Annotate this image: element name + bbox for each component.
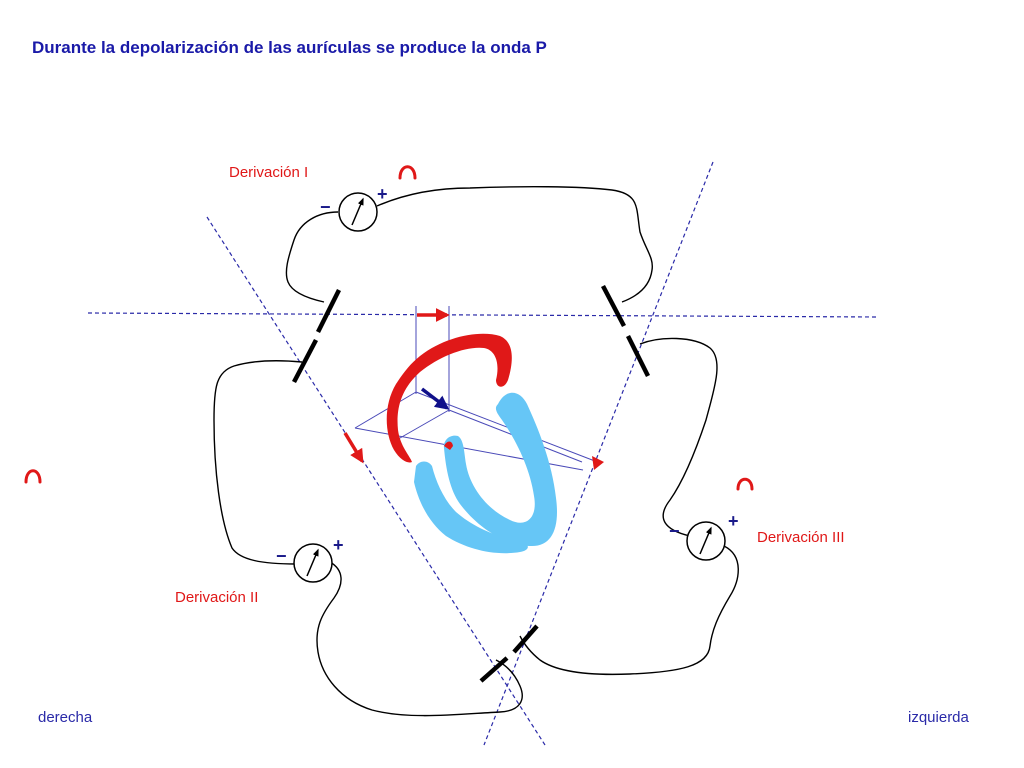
- electrode-bars: [292, 284, 651, 683]
- lead-1-axis: [87, 312, 879, 318]
- lead-2-label: Derivación II: [175, 589, 259, 606]
- lead-3-minus: −: [669, 521, 680, 541]
- lead-3-projection-arrowhead: [592, 456, 604, 470]
- lead-2-plus: +: [333, 535, 344, 555]
- lead-3-label: Derivación III: [757, 529, 845, 546]
- p-wave-symbols: [24, 165, 754, 491]
- lead-2-wire-bottom: [316, 561, 523, 717]
- page-title: Durante la depolarización de las aurícul…: [32, 38, 547, 57]
- lead-1-minus: −: [320, 197, 331, 217]
- lead-1-wire-left: [285, 211, 339, 303]
- lead-1-wire-right: [376, 185, 654, 303]
- lead-2-axis: [206, 216, 546, 746]
- atrial-wall: [386, 333, 512, 463]
- lead-2-minus: −: [276, 546, 287, 566]
- ventricles: [414, 392, 557, 554]
- p-wave-lead-3: [736, 477, 754, 491]
- right-ventricle: [414, 461, 528, 554]
- lead-1-plus: +: [377, 184, 388, 204]
- projection-lines: [354, 306, 601, 471]
- lead-2-projection-arrow: [343, 432, 364, 464]
- left-side-label: izquierda: [908, 709, 969, 726]
- galvanometer-lead-1: [338, 192, 378, 232]
- galvanometer-lead-3: [686, 521, 726, 561]
- p-wave-lead-1: [398, 165, 417, 180]
- right-side-label: derecha: [38, 709, 93, 726]
- p-wave-lead-2: [24, 469, 42, 484]
- lead-3-wire-bottom: [519, 545, 739, 676]
- lead-3-plus: +: [728, 511, 739, 531]
- lead-3-wire-top: [639, 337, 718, 537]
- left-ventricle: [443, 392, 557, 546]
- lead-wires: [213, 185, 739, 717]
- septum-tip: [444, 441, 453, 450]
- lead-1-label: Derivación I: [229, 164, 309, 181]
- vectors: [343, 308, 604, 470]
- atrial-depolarization-vector: [420, 387, 450, 410]
- atria: [386, 333, 512, 463]
- lead-axes: [87, 161, 879, 746]
- lead-3-axis: [483, 161, 714, 746]
- lead-2-wire-top: [213, 360, 303, 565]
- galvanometer-lead-2: [293, 543, 333, 583]
